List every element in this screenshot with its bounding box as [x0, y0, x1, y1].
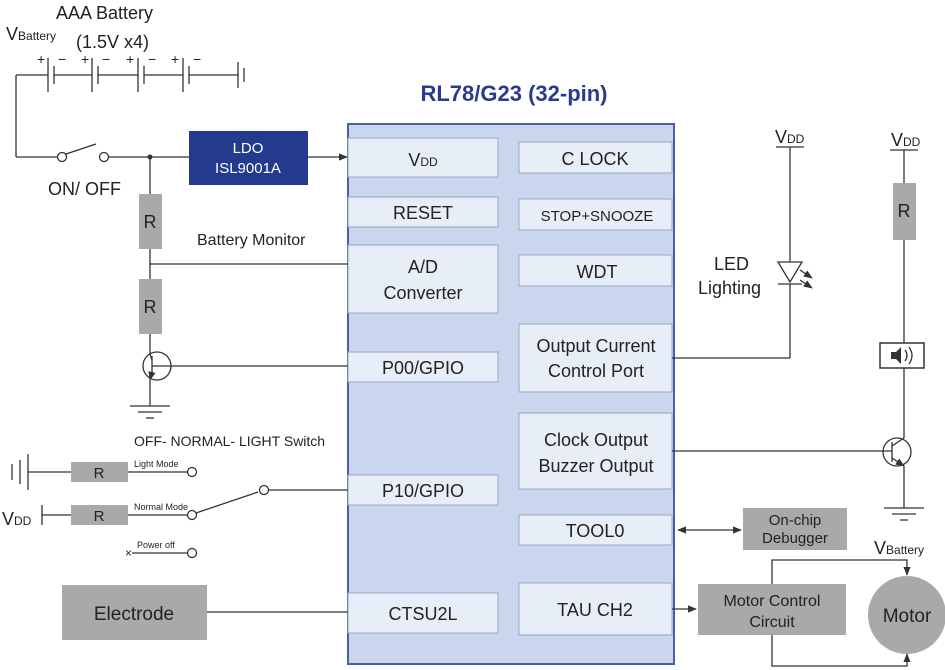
clockout-label-2: Buzzer Output — [538, 456, 653, 476]
reset-block: RESET — [347, 196, 499, 228]
svg-text:R: R — [94, 465, 105, 482]
svg-text:−: − — [102, 51, 110, 67]
normal-mode-label: Normal Mode — [134, 502, 188, 512]
p00-gpio-block: P00/GPIO — [347, 351, 499, 383]
reset-label: RESET — [393, 203, 453, 223]
on-off-switch — [16, 143, 150, 163]
svg-text:Electrode: Electrode — [94, 604, 174, 625]
adc-label-1: A/D — [408, 257, 438, 277]
mcu-vdd-main: V — [408, 150, 420, 170]
resistor-r2: R — [139, 279, 162, 334]
power-off-contact — [186, 547, 198, 559]
ctsu-block: CTSU2L — [347, 592, 499, 634]
power-off-label: Power off — [137, 540, 175, 550]
svg-text:+: + — [126, 51, 134, 67]
svg-text:+: + — [81, 51, 89, 67]
transistor-buzzer — [882, 437, 912, 467]
svg-text:On-chip: On-chip — [769, 512, 822, 529]
svg-text:R: R — [144, 212, 157, 232]
output-label-2: Control Port — [548, 361, 644, 381]
normal-mode-contact — [186, 509, 198, 521]
electrode-block: Electrode — [62, 585, 207, 640]
vdd-switch-label: VDD — [2, 509, 32, 529]
p10-label: P10/GPIO — [382, 481, 464, 501]
svg-text:−: − — [148, 51, 156, 67]
debugger-block: On-chip Debugger — [743, 508, 847, 550]
switch-section-title: OFF- NORMAL- LIGHT Switch — [134, 433, 325, 449]
battery-cells — [15, 58, 245, 157]
ctsu-label: CTSU2L — [388, 604, 457, 624]
p10-gpio-block: P10/GPIO — [347, 474, 499, 506]
svg-text:Motor: Motor — [883, 606, 932, 627]
svg-text:Motor Control: Motor Control — [724, 593, 821, 610]
ground-left — [130, 405, 170, 419]
svg-text:R: R — [898, 201, 911, 221]
p00-label: P00/GPIO — [382, 358, 464, 378]
wdt-block: WDT — [518, 254, 673, 287]
svg-text:+: + — [171, 51, 179, 67]
mcu-vdd-block: VDD — [347, 137, 499, 178]
adc-block: A/D Converter — [347, 244, 499, 314]
light-mode-label: Light Mode — [134, 459, 179, 469]
clock-label: C LOCK — [561, 149, 628, 169]
resistor-normal-mode: R — [71, 505, 128, 525]
speaker-icon — [879, 342, 925, 369]
tau-label: TAU CH2 — [557, 600, 633, 620]
ldo-label-2: ISL9001A — [215, 160, 281, 177]
clock-block: C LOCK — [518, 141, 673, 174]
svg-text:+: + — [37, 51, 45, 67]
selector-switch-arm — [195, 491, 259, 514]
led-diode-icon — [776, 261, 813, 289]
light-mode-contact — [186, 466, 198, 478]
adc-label-2: Converter — [383, 283, 462, 303]
battery-polarity: + − + − + − + − — [37, 51, 201, 67]
svg-text:R: R — [144, 297, 157, 317]
battery-label: AAA Battery — [56, 3, 153, 23]
led-label-2: Lighting — [698, 278, 761, 298]
ldo-block: LDO ISL9001A — [189, 131, 308, 185]
tool0-block: TOOL0 — [518, 514, 673, 546]
motor-symbol: Motor — [868, 576, 945, 654]
tau-block: TAU CH2 — [518, 582, 673, 636]
battery-monitor-label: Battery Monitor — [197, 232, 306, 249]
svg-text:Debugger: Debugger — [762, 530, 828, 547]
battery-spec: (1.5V x4) — [76, 32, 149, 52]
tool0-label: TOOL0 — [566, 521, 625, 541]
svg-text:−: − — [193, 51, 201, 67]
ground-right — [884, 507, 924, 521]
power-off-x: × — [125, 546, 132, 560]
output-current-block: Output Current Control Port — [518, 323, 673, 393]
clockout-label-1: Clock Output — [544, 430, 648, 450]
svg-text:−: − — [58, 51, 66, 67]
clock-output-block: Clock Output Buzzer Output — [518, 412, 673, 490]
resistor-light-mode: R — [71, 462, 128, 482]
resistor-buzzer: R — [893, 183, 916, 240]
ldo-label-1: LDO — [233, 140, 264, 157]
stop-snooze-block: STOP+SNOOZE — [518, 198, 673, 231]
selector-pivot — [258, 484, 270, 496]
stop-label: STOP+SNOOZE — [541, 208, 654, 225]
motor-vbattery-label: VBattery — [874, 538, 924, 558]
resistor-r1: R — [139, 194, 162, 249]
motor-control-block: Motor Control Circuit — [698, 584, 846, 635]
diagram-title: RL78/G23 (32-pin) — [420, 81, 607, 106]
transistor-left — [142, 351, 172, 381]
svg-text:R: R — [94, 508, 105, 525]
vbattery-label: VBattery — [6, 24, 56, 44]
mcu-vdd-sub: DD — [420, 155, 438, 169]
buzzer-vdd-label: VDD — [891, 130, 921, 150]
led-label-1: LED — [714, 254, 749, 274]
wdt-label: WDT — [577, 262, 618, 282]
output-label-1: Output Current — [536, 336, 655, 356]
ground-symbol-light — [11, 454, 71, 490]
on-off-label: ON/ OFF — [48, 179, 121, 199]
led-vdd-label: VDD — [775, 127, 805, 147]
svg-text:VDD: VDD — [408, 150, 438, 170]
svg-text:Circuit: Circuit — [749, 614, 795, 631]
